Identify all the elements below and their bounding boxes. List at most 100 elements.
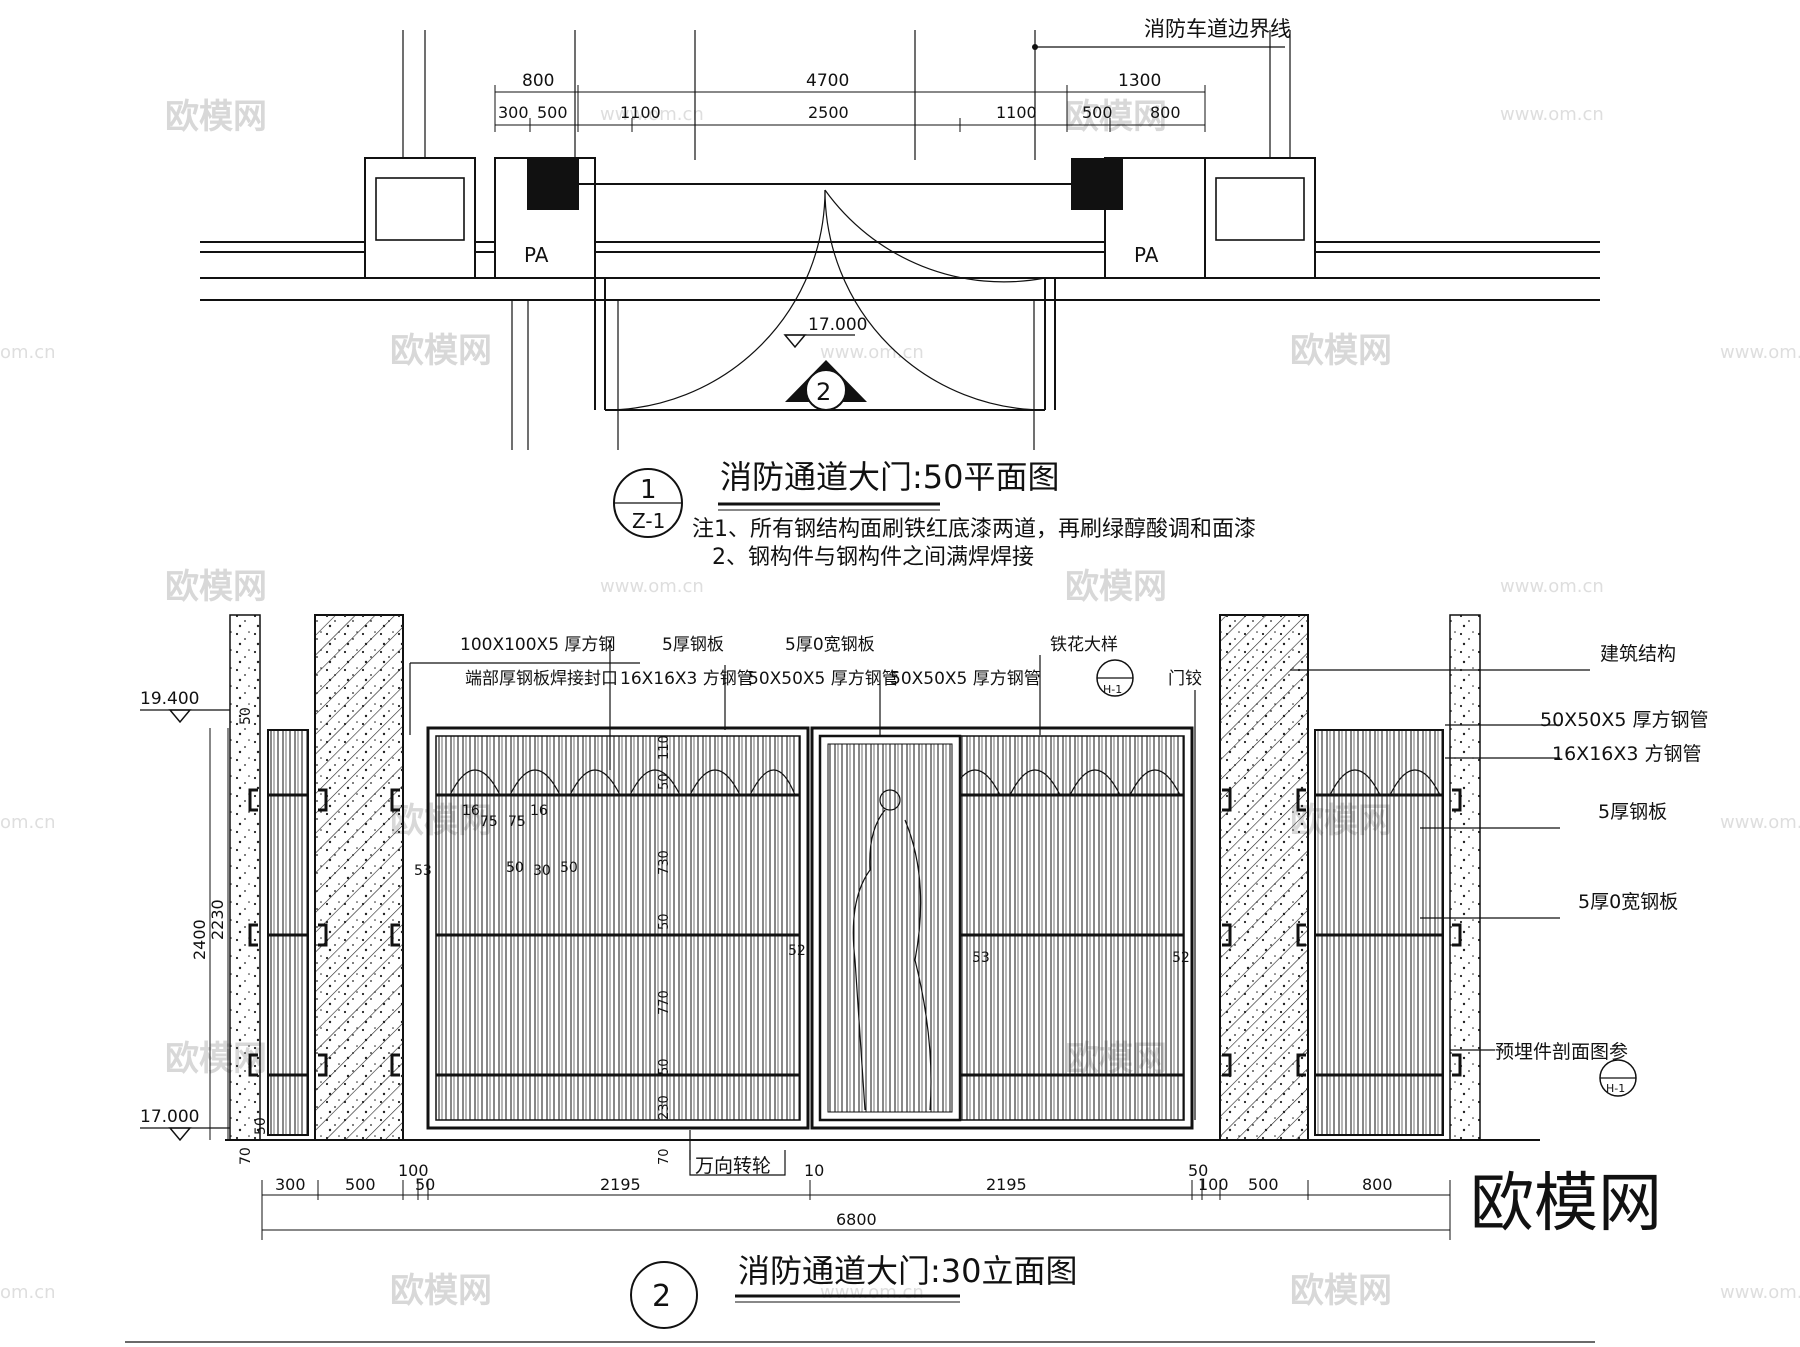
elev-dim-bottom-6: 2195 — [986, 1175, 1027, 1194]
watermark-brand: 欧模网 — [165, 567, 267, 607]
watermark-brand: 欧模网 — [390, 331, 492, 371]
elev-level-top: 19.400 — [140, 689, 199, 709]
elev-callout-top-7: 铁花大样 — [1050, 635, 1118, 655]
elev-inner-dim: 770 — [657, 990, 672, 1015]
plan-title: 消防通道大门:50平面图 — [720, 458, 1060, 496]
elev-callout-top-8: 门铰 — [1168, 669, 1202, 689]
watermark-brand: 欧模网 — [390, 1271, 492, 1311]
elev-dim-bottom-4: 2195 — [600, 1175, 641, 1194]
elev-inner-dim: 50 — [657, 773, 672, 790]
elev-callout-right-0: 建筑结构 — [1600, 643, 1676, 665]
elev-dim-left-4: 70 — [238, 1147, 254, 1165]
elev-wheel-label: 万向转轮 — [695, 1155, 771, 1177]
elev-inner-dim: 75 — [480, 814, 498, 830]
elev-inner-dim: 52 — [1172, 950, 1190, 966]
elev-level-bottom: 17.000 — [140, 1107, 199, 1127]
plan-boundary-label: 消防车道边界线 — [1144, 17, 1291, 41]
elev-callout-right-5: 预埋件剖面图参 — [1495, 1041, 1628, 1063]
plan-note-2: 2、钢构件与钢构件之间满焊焊接 — [712, 545, 1034, 570]
watermark-url: www.om.cn — [1720, 1282, 1800, 1303]
elev-inner-dim: 53 — [414, 863, 432, 879]
watermark-url: om.cn — [0, 812, 56, 833]
elev-inner-dim: 230 — [657, 1095, 672, 1120]
watermark-brand: 欧模网 — [1290, 331, 1392, 371]
plan-dim-sub-5: 500 — [1082, 103, 1113, 122]
elev-dim-total: 6800 — [836, 1210, 877, 1229]
plan-dim-sub-1: 500 — [537, 103, 568, 122]
plan-pa-right: PA — [1134, 243, 1159, 267]
plan-symbol-ref: Z-1 — [632, 509, 665, 533]
elev-dim-left-3: 50 — [253, 1117, 269, 1135]
elev-dim-bottom-0: 300 — [275, 1175, 306, 1194]
elev-inner-dim: 50 — [657, 913, 672, 930]
watermark-brand: 欧模网 — [165, 97, 267, 137]
plan-note-1: 注1、所有钢结构面刷铁红底漆两道，再刷绿醇酸调和面漆 — [692, 517, 1256, 542]
plan-dim-sub-4: 1100 — [996, 103, 1037, 122]
watermark-url: om.cn — [0, 342, 56, 363]
elev-callout-top-4: 50X50X5 厚方钢管 — [748, 669, 899, 689]
plan-symbol-num: 1 — [640, 475, 657, 505]
elev-detail-ref-top: H-1 — [1103, 683, 1122, 696]
elev-inner-dim: 16 — [530, 803, 548, 819]
side-panel-left — [267, 729, 309, 1136]
elev-detail-ref-right: H-1 — [1606, 1082, 1625, 1095]
elev-callout-top-2: 5厚钢板 — [662, 635, 724, 655]
elev-inner-dim: 16 — [462, 803, 480, 819]
elevation-title: 消防通道大门:30立面图 — [738, 1252, 1078, 1290]
watermarks: 欧模网 www.om.cn 欧模网 www.om.cn om.cn 欧模网 ww… — [0, 97, 1800, 1311]
watermark-url: www.om.cn — [1500, 576, 1604, 597]
elev-callout-right-2: 16X16X3 方钢管 — [1552, 743, 1702, 765]
elev-inner-dim: 30 — [533, 863, 551, 879]
elev-callout-top-0: 100X100X5 厚方钢 — [460, 635, 615, 655]
elev-callout-right-1: 50X50X5 厚方钢管 — [1540, 709, 1709, 731]
elev-symbol-num: 2 — [652, 1279, 671, 1314]
elevation-view: 19.400 17.000 2400 2230 50 50 70 16 75 7… — [125, 614, 1709, 1343]
brand-logo: 欧模网 — [1470, 1167, 1662, 1241]
plan-post-left — [527, 158, 579, 210]
plan-level: 17.000 — [808, 315, 867, 335]
elev-callout-top-1: 端部厚钢板焊接封口 — [465, 669, 618, 689]
plan-view: 800 4700 1300 300 500 1100 2500 1100 500… — [200, 17, 1600, 570]
watermark-brand: 欧模网 — [1065, 97, 1167, 137]
elev-dim-bottom-5: 10 — [804, 1161, 824, 1180]
plan-dim-sub-0: 300 — [498, 103, 529, 122]
watermark-url: www.om.cn — [1720, 812, 1800, 833]
watermark-brand: 欧模网 — [1065, 567, 1167, 607]
elev-callout-top-3: 16X16X3 方钢管 — [620, 669, 754, 689]
elev-dim-bottom-1: 500 — [345, 1175, 376, 1194]
gate-leaf-left — [426, 726, 810, 1130]
elev-dim-bottom-9: 500 — [1248, 1175, 1279, 1194]
plan-dim-top-0: 800 — [522, 71, 554, 91]
watermark-url: www.om.cn — [600, 104, 704, 125]
elev-callout-top-6: 5厚0宽钢板 — [785, 635, 875, 655]
plan-post-right — [1071, 158, 1123, 210]
elev-dim-left-2: 50 — [238, 707, 254, 725]
elev-dim-bottom-7: 50 — [1188, 1161, 1208, 1180]
elev-inner-dim: 75 — [508, 814, 526, 830]
elev-dim-left-1: 2230 — [208, 899, 227, 940]
elev-inner-dim: 110 — [657, 735, 672, 760]
elev-inner-dim: 52 — [788, 943, 806, 959]
elev-dim-left-0: 2400 — [190, 919, 209, 960]
elev-dim-bottom-8: 100 — [1198, 1175, 1229, 1194]
watermark-url: om.cn — [0, 1282, 56, 1303]
person-silhouette — [852, 809, 932, 1111]
elev-inner-dim: 50 — [506, 860, 524, 876]
elev-dim-bottom-10: 800 — [1362, 1175, 1393, 1194]
elev-inner-dim: 50 — [560, 860, 578, 876]
plan-dim-top-1: 4700 — [806, 71, 849, 91]
watermark-url: www.om.cn — [600, 576, 704, 597]
wall-left-outer — [229, 614, 261, 1141]
elev-inner-dim: 50 — [657, 1058, 672, 1075]
elev-inner-dim: 70 — [657, 1148, 672, 1165]
plan-section-mark: 2 — [816, 378, 831, 406]
plan-dim-sub-2: 1100 — [620, 103, 661, 122]
watermark-url: www.om.cn — [820, 1282, 924, 1303]
watermark-url: www.om.cn — [1500, 104, 1604, 125]
plan-dim-sub-3: 2500 — [808, 103, 849, 122]
elev-callout-right-3: 5厚钢板 — [1598, 801, 1667, 823]
elev-dim-bottom-2: 100 — [398, 1161, 429, 1180]
watermark-url: www.om.cn — [1720, 342, 1800, 363]
watermark-brand: 欧模网 — [1290, 1271, 1392, 1311]
watermark-url: www.om.cn — [820, 342, 924, 363]
